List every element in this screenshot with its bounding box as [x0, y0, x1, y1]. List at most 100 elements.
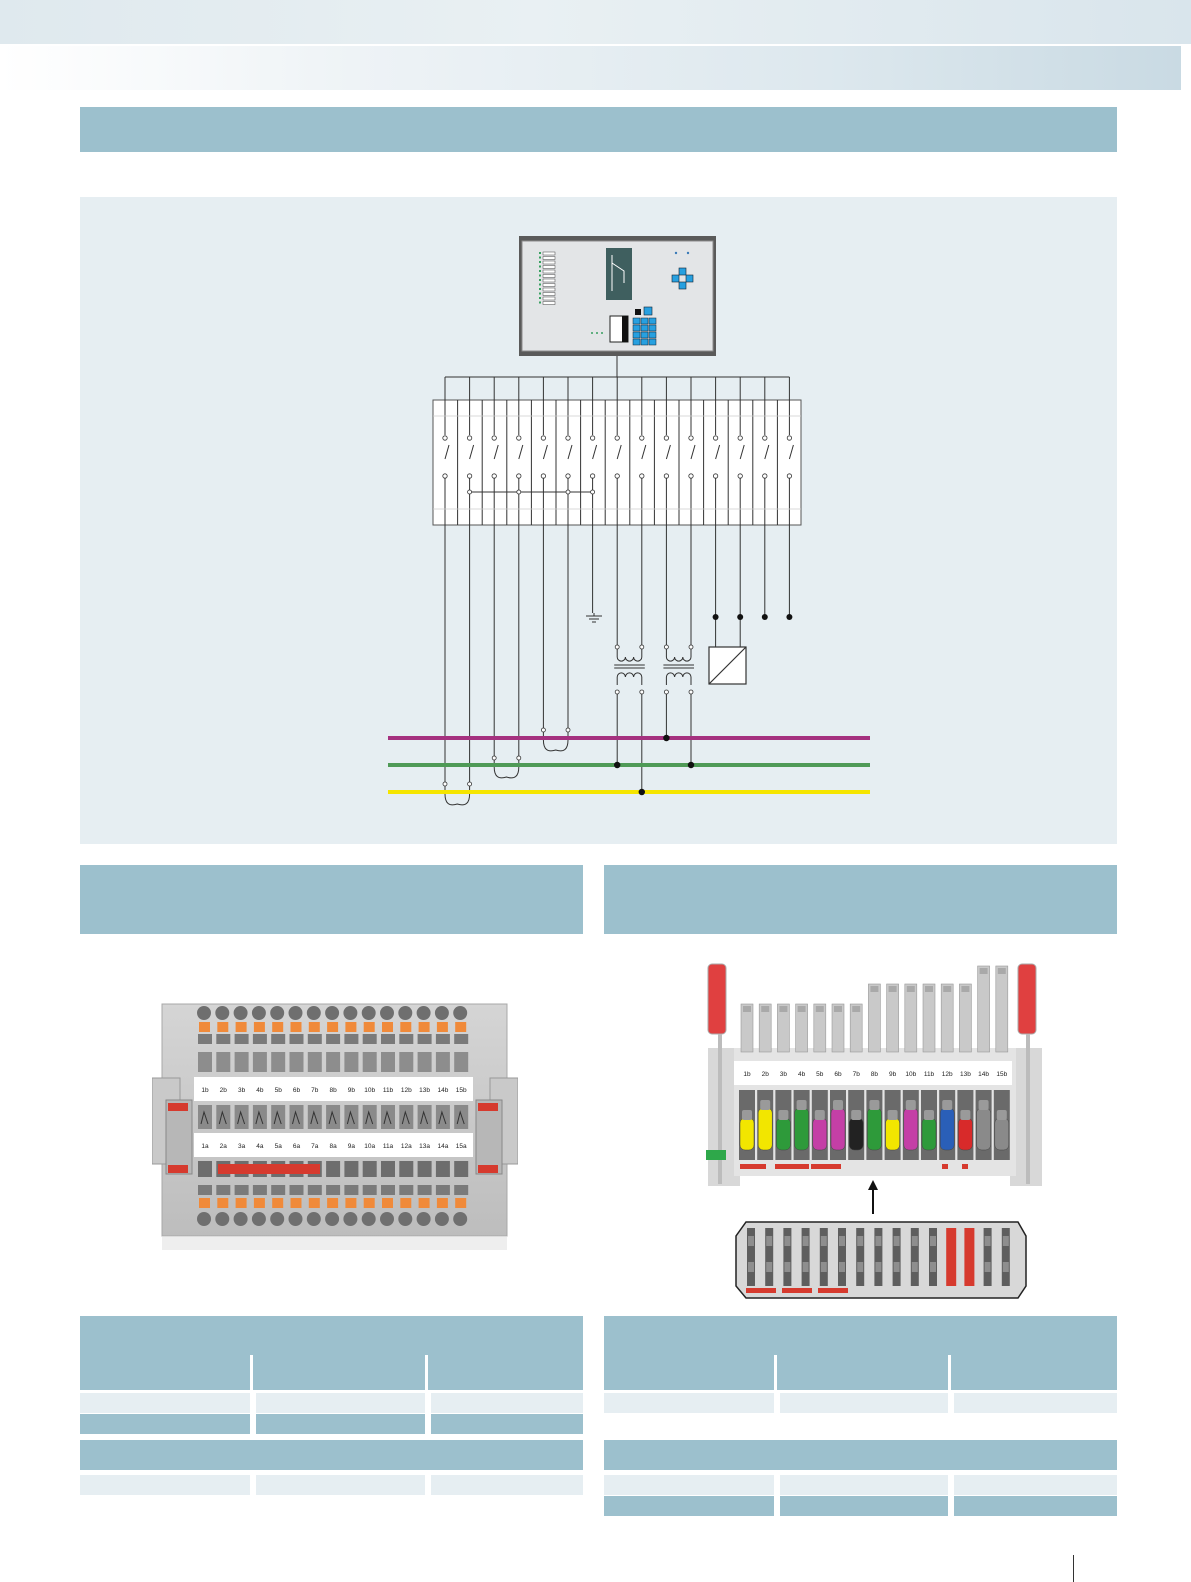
led-label: [542, 256, 556, 260]
test-plug: [848, 1117, 864, 1151]
marker-label: 2a: [220, 1143, 228, 1150]
wire-entry: [271, 1034, 286, 1044]
wire-entry: [216, 1034, 231, 1044]
terminal-node: [466, 435, 473, 441]
inset-bridge: [782, 1288, 812, 1293]
test-pin: [868, 983, 881, 1053]
screw-hole: [288, 1006, 303, 1020]
header-band: [0, 0, 1191, 44]
push-button: [345, 1022, 357, 1032]
bridge-indicator: [942, 1164, 948, 1169]
wire-entry: [399, 1034, 414, 1044]
wire-entry: [326, 1185, 341, 1195]
led-dot: [539, 283, 541, 286]
table-divider: [774, 1355, 777, 1390]
inset-contact: [802, 1236, 809, 1246]
screw-hole: [197, 1212, 211, 1226]
test-plug: [903, 1107, 919, 1151]
test-socket: [216, 1052, 231, 1072]
screw-hole: [343, 1006, 358, 1020]
screw-hole: [215, 1006, 230, 1020]
plug-collar: [869, 1100, 880, 1110]
disconnect-switch: [641, 444, 647, 460]
wire-node: [467, 781, 473, 787]
test-socket: [271, 1052, 286, 1072]
terminal-node: [565, 473, 571, 479]
wire-entry: [289, 1034, 304, 1044]
push-button: [327, 1198, 339, 1208]
transformer-winding: [616, 649, 643, 662]
test-plug: [958, 1117, 973, 1151]
led-label: [542, 260, 556, 265]
inset-contact: [1002, 1236, 1009, 1246]
push-button: [455, 1022, 467, 1032]
disconnect-switch: [788, 444, 794, 460]
table-cell: [780, 1393, 948, 1413]
wire-entry: [289, 1185, 304, 1195]
test-socket: [252, 1052, 267, 1072]
left-table-header: [80, 1316, 583, 1390]
disconnect-switch: [616, 444, 622, 460]
marker-label: 9a: [348, 1143, 356, 1150]
table-cell: [256, 1393, 425, 1413]
plug-collar: [796, 1100, 807, 1110]
terminal-node: [589, 473, 596, 479]
table-cell: [604, 1475, 774, 1495]
plug-collar: [978, 1100, 989, 1110]
test-plug: [830, 1107, 846, 1151]
lever-mark: [200, 1110, 209, 1125]
table-divider: [250, 1355, 253, 1390]
inset-slot: [819, 1228, 828, 1286]
junction-dot: [761, 614, 768, 620]
wire-entry: [326, 1034, 341, 1044]
test-pin: [940, 983, 954, 1053]
inset-contact: [784, 1236, 791, 1246]
inset-contact: [766, 1262, 773, 1272]
terminal-node: [639, 473, 645, 479]
screw-hole: [434, 1212, 449, 1226]
push-button: [308, 1022, 320, 1032]
inset-bridge: [746, 1288, 776, 1293]
table-cell: [256, 1475, 425, 1495]
led-dot: [539, 252, 541, 254]
marker-label: 6a: [293, 1143, 301, 1150]
bridge-node: [565, 489, 571, 495]
bridge-slot: [435, 1161, 450, 1177]
screw-hole: [270, 1212, 285, 1226]
table-cell: [780, 1475, 948, 1495]
terminal-node: [491, 435, 497, 441]
disconnect-switch: [690, 444, 696, 460]
screw-hole: [398, 1006, 413, 1020]
terminal-node: [491, 473, 497, 479]
keypad-key: [640, 338, 649, 346]
marker-label: 14a: [437, 1143, 448, 1150]
led-label: [542, 269, 556, 274]
table-cell: [80, 1414, 250, 1434]
marker-label: 5b: [275, 1087, 283, 1094]
right-product-title-bar: [604, 865, 1117, 934]
pin-tip: [815, 1006, 824, 1012]
keypad-key: [648, 338, 657, 346]
inset-slot: [838, 1228, 846, 1286]
terminal-node: [688, 473, 694, 479]
wire-node: [688, 689, 694, 695]
disconnect-switch: [444, 444, 450, 460]
push-button: [235, 1198, 247, 1208]
plug-collar: [814, 1110, 825, 1120]
end-clamp: [475, 1099, 503, 1175]
test-plug: [739, 1117, 755, 1151]
push-button: [217, 1198, 229, 1208]
push-button: [382, 1022, 393, 1032]
test-pin: [995, 965, 1009, 1053]
terminal-node: [663, 435, 670, 441]
lever-mark: [328, 1110, 337, 1125]
push-button: [253, 1198, 265, 1208]
marker-label: 12b: [942, 1071, 953, 1078]
marker-label: 13b: [960, 1071, 971, 1078]
lever-mark: [401, 1110, 410, 1125]
terminal-node: [442, 435, 448, 441]
transformer-winding: [616, 672, 643, 685]
terminal-node: [786, 473, 793, 479]
marker-label: 11a: [383, 1143, 394, 1150]
screw-hole: [233, 1006, 248, 1020]
